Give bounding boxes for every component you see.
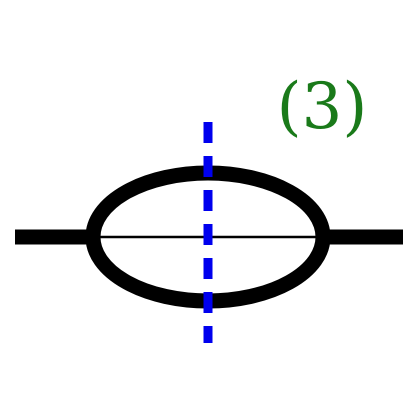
diagram-label: (3) — [277, 70, 368, 144]
